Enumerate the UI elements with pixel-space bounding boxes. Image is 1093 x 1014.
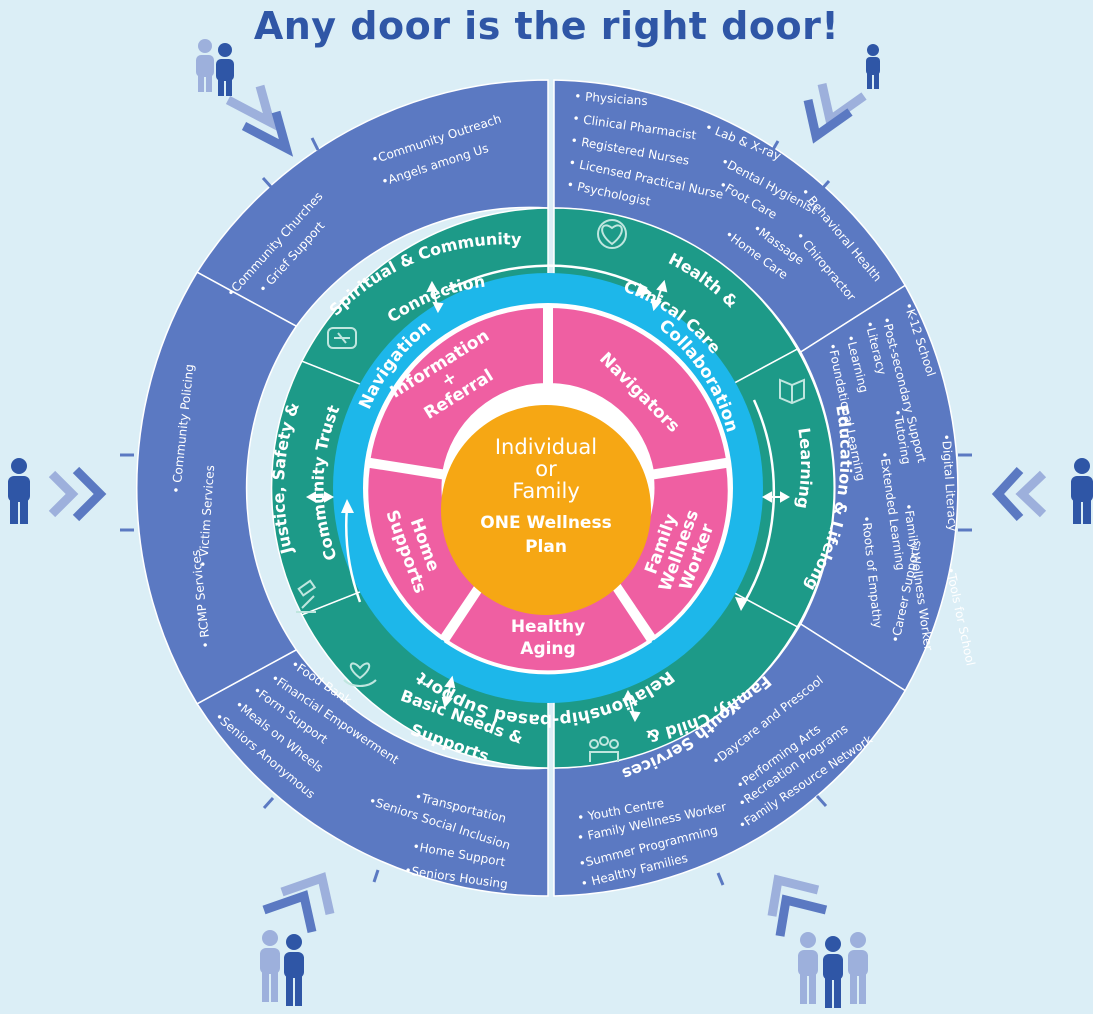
cycle-arrowheads: [341, 283, 748, 611]
item-tools-for-school: •Tools for School: [943, 566, 978, 667]
person-icon: [216, 43, 234, 96]
chevron-icon: [767, 874, 828, 937]
outer-ring: [136, 79, 959, 897]
people-and-chevrons: [8, 39, 1093, 1008]
chevron-icon: [48, 466, 107, 522]
connector-arrows: [305, 279, 791, 723]
person-icon: [1071, 458, 1093, 524]
arrow-icon: [445, 264, 647, 293]
person-pair-bottom-left: [260, 930, 304, 1006]
plan-text-1: ONE Wellness: [480, 513, 611, 533]
gavel-icon: [296, 579, 317, 613]
person-icon: [8, 458, 30, 524]
book-icon: [779, 378, 805, 405]
person-icon: [196, 39, 214, 92]
center-text-or: or: [535, 457, 557, 481]
handshake-icon: [327, 327, 357, 349]
arrow-icon: [305, 491, 335, 503]
outer-ticks: [120, 137, 972, 886]
green-icons: [296, 219, 805, 762]
petal-label-healthy: Healthy: [511, 617, 585, 637]
arrow-icon: [345, 506, 362, 603]
plan-text-2: Plan: [525, 537, 567, 557]
arrow-icon: [735, 597, 748, 611]
arrow-icon: [341, 499, 354, 513]
cycle-arrows: [345, 264, 776, 604]
person-icon: [798, 932, 818, 1004]
petal-label-aging: Aging: [520, 639, 575, 659]
green-label-education-2: Learning: [793, 426, 816, 510]
segment-justice-blue: [136, 271, 298, 705]
hands-heart-icon: [343, 662, 377, 687]
person-icon: [848, 932, 868, 1004]
page-title: Any door is the right door!: [253, 4, 840, 48]
person-icon: [260, 930, 280, 1002]
center-text-family: Family: [512, 479, 580, 503]
person-icon: [284, 934, 304, 1006]
person-icon: [823, 936, 843, 1008]
arrow-icon: [441, 675, 456, 709]
arrow-icon: [742, 399, 776, 604]
segment-spiritual-blue: [196, 79, 549, 328]
heart-hand-icon: [597, 219, 627, 249]
arrow-icon: [426, 280, 444, 314]
chevron-icon: [803, 83, 867, 144]
chevron-icon: [225, 84, 294, 157]
person-icon: [866, 44, 880, 89]
center-circle: [441, 405, 651, 615]
arrow-icon: [638, 283, 652, 296]
family-icon: [589, 736, 619, 762]
petal-navigators: [549, 303, 731, 474]
item-digital-literacy: •Digital Literacy: [939, 433, 960, 532]
chevron-icon: [991, 466, 1047, 522]
person-pair-top-left: [196, 39, 234, 96]
arrow-icon: [761, 491, 791, 503]
arrow-icon: [622, 689, 641, 723]
petal-information-referral: [366, 303, 547, 474]
arrow-icon: [650, 279, 668, 312]
item-physicians: • Physicians: [574, 89, 648, 108]
center-text-individual: Individual: [495, 435, 597, 459]
chevron-icon: [262, 872, 335, 933]
person-trio-bottom-right: [798, 932, 868, 1008]
